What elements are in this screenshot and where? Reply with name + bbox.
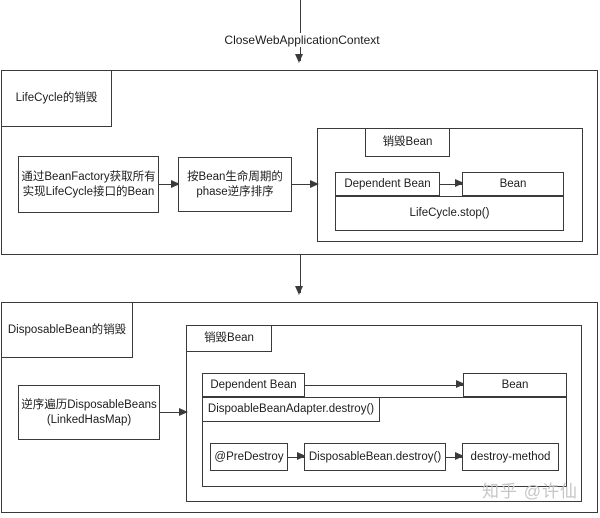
node-dependent-bean: Dependent Bean <box>335 172 440 196</box>
adapter-destroy-subbox <box>202 397 567 487</box>
node-text-line: 逆序遍历DisposableBeans <box>21 398 157 411</box>
arrow-right-icon <box>305 380 465 389</box>
watermark-text: 知乎 @许仙 <box>482 482 578 501</box>
disposable-destroy-container <box>186 325 582 502</box>
node-text-line: 实现LifeCycle接口的Bean <box>22 185 155 198</box>
node-bean: Bean <box>463 373 567 397</box>
lifecycle-block <box>1 70 598 255</box>
node-lifecycle-stop: LifeCycle.stop() <box>335 196 564 231</box>
node-text-line: 通过BeanFactory获取所有 <box>21 170 156 183</box>
node-bean: Bean <box>462 172 564 196</box>
lifecycle-destroy-title: 销毁Bean <box>365 128 450 157</box>
lifecycle-block-title: LifeCycle的销毁 <box>1 70 112 127</box>
node-text-line: (LinkedHasMap) <box>46 413 132 426</box>
node-text-line: phase逆序排序 <box>196 185 274 198</box>
node-sort-by-phase: 按Bean生命周期的 phase逆序排序 <box>178 157 292 212</box>
node-adapter-destroy: DispoableBeanAdapter.destroy() <box>202 397 380 422</box>
arrow-right-icon <box>440 179 464 188</box>
node-get-lifecycle-beans: 通过BeanFactory获取所有 实现LifeCycle接口的Bean <box>18 156 159 213</box>
arrow-right-icon <box>160 407 188 416</box>
node-disposablebean-destroy: DisposableBean.destroy() <box>304 443 446 471</box>
disposable-block <box>1 302 598 513</box>
arrow-right-icon <box>159 179 180 188</box>
node-dependent-bean: Dependent Bean <box>202 373 305 397</box>
arrow-down-icon <box>295 255 304 295</box>
arrow-down-icon <box>295 0 304 63</box>
arrow-right-icon <box>292 179 319 188</box>
node-predestroy: @PreDestroy <box>210 443 288 471</box>
arrow-right-icon <box>446 452 464 461</box>
arrow-right-icon <box>288 452 306 461</box>
disposable-block-title: DisposableBean的销毁 <box>1 302 133 358</box>
top-flow-label: CloseWebApplicationContext <box>220 33 384 47</box>
lifecycle-destroy-container <box>317 128 583 242</box>
node-destroy-method: destroy-method <box>462 443 559 471</box>
disposable-destroy-title: 销毁Bean <box>186 325 272 352</box>
node-traverse-disposable-beans: 逆序遍历DisposableBeans (LinkedHasMap) <box>18 385 160 440</box>
node-text-line: 按Bean生命周期的 <box>187 170 283 183</box>
